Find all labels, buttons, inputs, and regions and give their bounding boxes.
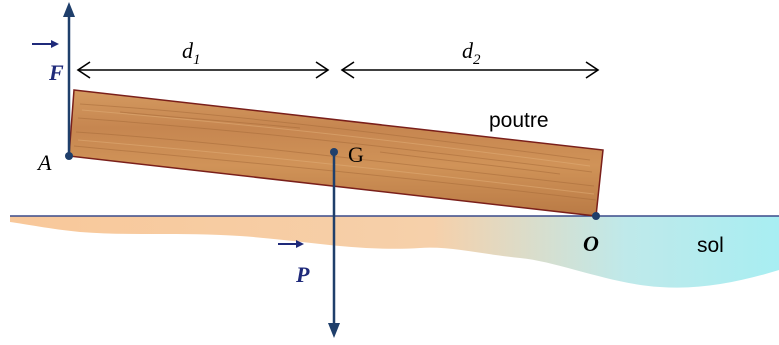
- label-d2: d2: [462, 38, 481, 68]
- label-d2-sub: 2: [473, 52, 481, 68]
- vector-arrow-f-icon: [51, 40, 59, 48]
- label-d1: d1: [182, 38, 201, 68]
- label-force-f: F: [48, 60, 64, 85]
- ground-fill: [10, 216, 779, 288]
- force-f-arrowhead: [63, 2, 75, 17]
- label-d1-sub: 1: [193, 52, 201, 68]
- force-p-vector: [278, 152, 340, 338]
- label-d1-base: d: [182, 38, 194, 63]
- point-a-dot: [65, 152, 73, 160]
- label-ground: sol: [697, 234, 724, 257]
- dimension-d1: [76, 61, 330, 79]
- point-g-dot: [330, 148, 338, 156]
- force-p-arrowhead: [328, 323, 340, 338]
- svg-text:d1: d1: [182, 38, 201, 68]
- point-o-dot: [592, 212, 600, 220]
- label-point-g: G: [348, 142, 364, 167]
- label-d2-base: d: [462, 38, 474, 63]
- svg-text:d2: d2: [462, 38, 481, 68]
- force-f-vector: [32, 2, 75, 156]
- label-force-p: P: [295, 262, 310, 287]
- vector-arrow-p-icon: [296, 240, 304, 248]
- label-beam: poutre: [489, 109, 549, 132]
- label-point-o: O: [583, 231, 599, 256]
- ground: [10, 215, 779, 288]
- wood-grain: [73, 103, 597, 201]
- label-point-a: A: [36, 150, 52, 175]
- dimension-d2: [340, 61, 600, 79]
